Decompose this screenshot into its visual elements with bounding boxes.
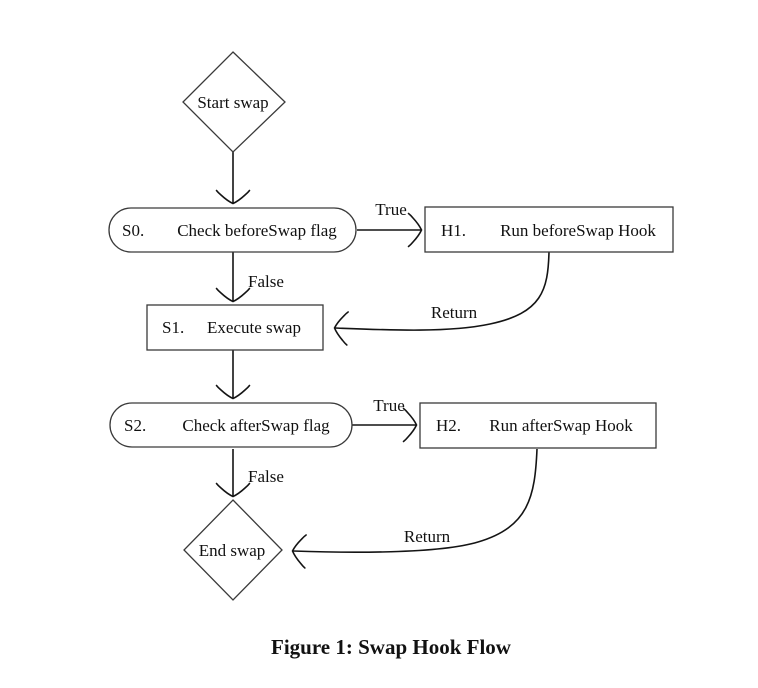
node-h2: H2. Run afterSwap Hook [419, 402, 657, 449]
h1-rect-shape [424, 206, 674, 253]
node-start-label: Start swap [197, 93, 268, 112]
edge-h1-return-to-s1 [333, 251, 550, 346]
edges: True False Return True False Return [215, 152, 550, 569]
node-s0-prefix: S0. [122, 221, 144, 240]
figure-caption: Figure 1: Swap Hook Flow [271, 635, 512, 659]
node-s0-label: Check beforeSwap flag [177, 221, 337, 240]
node-h1-prefix: H1. [441, 221, 466, 240]
node-s2-label: Check afterSwap flag [182, 416, 330, 435]
node-start: Start swap [182, 51, 286, 153]
node-h2-label: Run afterSwap Hook [489, 416, 633, 435]
node-h2-prefix: H2. [436, 416, 461, 435]
node-s1-prefix: S1. [162, 318, 184, 337]
node-s2: S2. Check afterSwap flag [109, 402, 353, 448]
end-diamond-shape [183, 499, 283, 601]
node-h1-label: Run beforeSwap Hook [500, 221, 656, 240]
h2-rect-shape [419, 402, 657, 449]
node-s1: S1. Execute swap [146, 304, 324, 351]
s0-stadium-shape [108, 207, 357, 253]
node-s0: S0. Check beforeSwap flag [108, 207, 357, 253]
node-h1: H1. Run beforeSwap Hook [424, 206, 674, 253]
node-s2-prefix: S2. [124, 416, 146, 435]
edge-label-true-top: True [375, 200, 407, 219]
node-s1-label: Execute swap [207, 318, 301, 337]
start-diamond-shape [182, 51, 286, 153]
edge-label-return-bottom: Return [404, 527, 451, 546]
node-end: End swap [183, 499, 283, 601]
s2-stadium-shape [109, 402, 353, 448]
edge-label-false-bottom: False [248, 467, 284, 486]
edge-h2-return-to-end [291, 448, 538, 569]
s1-rect-shape [146, 304, 324, 351]
node-end-label: End swap [199, 541, 266, 560]
edge-label-true-bottom: True [373, 396, 405, 415]
edge-label-return-top: Return [431, 303, 478, 322]
edge-label-false-top: False [248, 272, 284, 291]
